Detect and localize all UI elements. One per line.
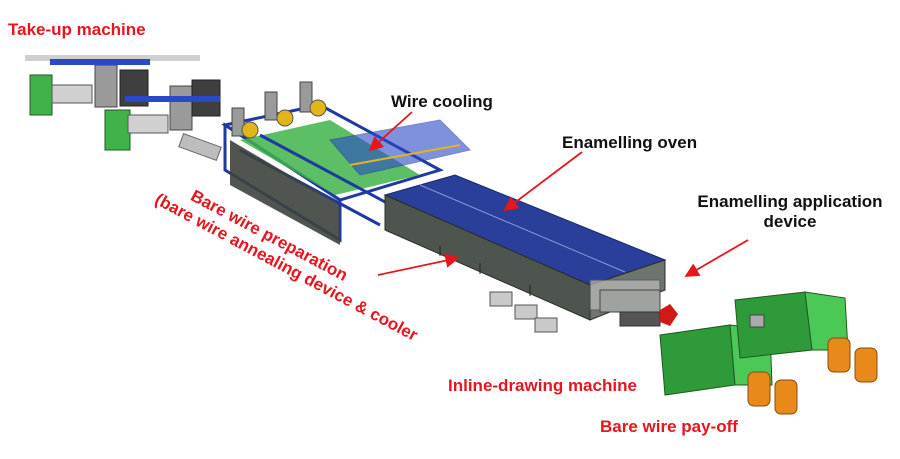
arrow-wire-cooling xyxy=(368,111,413,152)
inline-drawing-machines xyxy=(659,291,849,396)
arrow-enamelling-oven xyxy=(503,151,583,212)
label-enamelling-application-line2: device xyxy=(763,212,817,231)
arrow-application-device xyxy=(684,239,749,277)
bare-wire-preparation-frame xyxy=(221,81,444,245)
label-enamelling-application-line1: Enamelling application xyxy=(697,192,883,211)
wire-cooling-unit xyxy=(329,119,471,176)
label-takeup-machine: Take-up machine xyxy=(8,20,146,39)
enamelling-application-device xyxy=(599,289,678,327)
spare-rolls xyxy=(489,291,558,333)
label-enamelling-oven: Enamelling oven xyxy=(562,133,698,152)
label-wire-cooling: Wire cooling xyxy=(391,92,493,111)
label-inline-drawing-machine: Inline-drawing machine xyxy=(448,376,637,395)
bare-wire-payoff xyxy=(747,337,878,415)
label-bare-wire-payoff: Bare wire pay-off xyxy=(600,417,738,436)
arrow-bare-wire-preparation xyxy=(377,253,460,276)
takeup-machines xyxy=(25,55,222,162)
label-enamelling-application: Enamelling application device xyxy=(690,192,890,232)
